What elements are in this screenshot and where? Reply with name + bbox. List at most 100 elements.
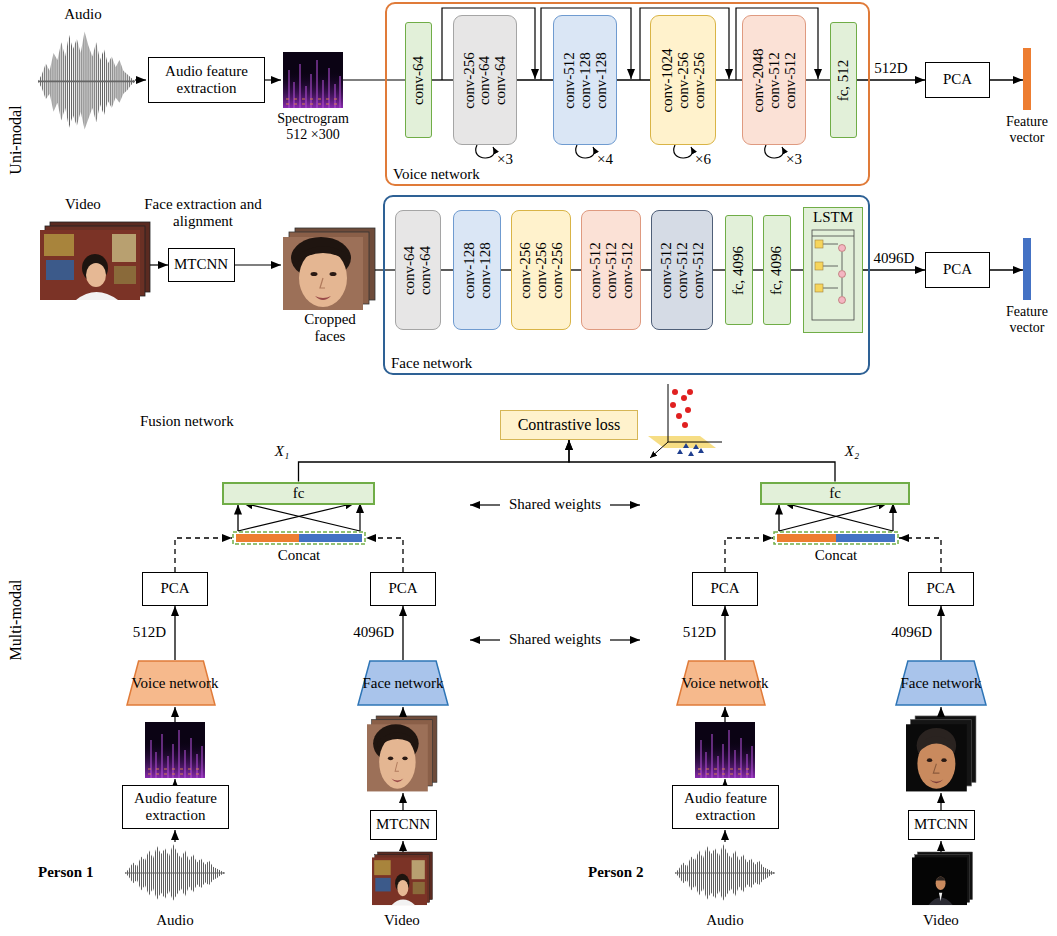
- node-label: conv-64: [411, 55, 426, 104]
- node-label: conv-256: [676, 52, 691, 109]
- free-label: Fusion network: [140, 413, 234, 430]
- audio-waveform: [675, 844, 775, 901]
- concat-bar: Concat: [232, 531, 366, 567]
- node-label: conv-64: [494, 55, 509, 104]
- connector: [778, 505, 779, 532]
- layer-column: conv-512: [766, 16, 782, 144]
- connector: [716, 79, 742, 80]
- voice-part: [236, 534, 299, 542]
- connector: [617, 79, 650, 80]
- fc-layer: fc: [760, 482, 910, 505]
- layer-column: fc, 512: [836, 23, 852, 137]
- free-label: ×3: [497, 151, 513, 168]
- dimension-label: 512D: [132, 624, 167, 641]
- layer-column: conv-512: [603, 211, 619, 329]
- connector: [237, 505, 238, 532]
- connector: [791, 269, 803, 270]
- layer-column: conv-256: [691, 16, 707, 144]
- node-label: conv-512: [691, 242, 706, 299]
- process-box: PCA: [370, 572, 436, 606]
- face-part: [836, 534, 895, 542]
- node-label: Concat: [773, 547, 899, 564]
- node-label: Audio feature extraction: [128, 790, 223, 825]
- node-label: fc: [829, 486, 841, 501]
- free-label: Video: [53, 196, 113, 213]
- layer-column: conv-512: [690, 211, 706, 329]
- feature-bar: [1023, 238, 1031, 300]
- free-label: Audio: [145, 912, 205, 929]
- node-label: Face network: [900, 675, 981, 692]
- free-label: Spectrogram 512 ×300: [265, 111, 361, 143]
- dimension-label: 4096D: [873, 250, 916, 267]
- network-trapezoid: Face network: [357, 660, 449, 706]
- concat-outline: [233, 532, 365, 544]
- cropped-faces-image: [367, 716, 437, 791]
- node-label: conv-512: [659, 242, 674, 299]
- free-label: Person 2: [588, 864, 643, 881]
- node-label: Voice network: [387, 166, 868, 184]
- node-label: conv-1024: [660, 48, 675, 112]
- layer-column: conv-256: [533, 211, 549, 329]
- free-label: Video: [372, 912, 432, 929]
- layer-column: conv-256: [461, 16, 477, 144]
- process-box: PCA: [908, 572, 974, 606]
- node-label: fc: [293, 486, 305, 501]
- connector: [501, 269, 511, 270]
- free-label: Multi-modal: [7, 580, 25, 661]
- process-box: Audio feature extraction: [672, 785, 779, 829]
- process-box: MTCNN: [168, 248, 235, 282]
- free-label: X₁: [270, 443, 294, 460]
- free-label: Person 2: [588, 864, 643, 881]
- free-label: Audio: [695, 912, 755, 929]
- node-label: Feature vector: [1001, 114, 1053, 146]
- node-label: fc, 4096: [770, 245, 785, 294]
- layer-column: conv-64: [418, 211, 434, 329]
- audio-waveform: [38, 32, 135, 130]
- video-frames: [40, 222, 150, 300]
- layer-column: fc, 4096: [731, 216, 747, 324]
- network-trapezoid: Voice network: [676, 660, 775, 706]
- spectrogram-image: [695, 722, 755, 778]
- node-label: PCA: [943, 71, 972, 88]
- node-label: conv-2048: [751, 48, 766, 112]
- node-label: PCA: [710, 580, 739, 597]
- layer-column: conv-256: [517, 211, 533, 329]
- layer-column: conv-512: [674, 211, 690, 329]
- process-box: PCA: [692, 572, 758, 606]
- connector: [863, 269, 925, 270]
- layer-block: conv-512conv-512conv-512: [581, 210, 641, 330]
- node-label: conv-512: [675, 242, 690, 299]
- loss-box: Contrastive loss: [500, 410, 638, 440]
- layer-column: conv-64: [477, 16, 493, 144]
- dimension-label: 4096D: [352, 624, 395, 641]
- connector: [940, 606, 941, 660]
- layer-column: conv-512: [561, 16, 577, 144]
- node-label: conv-256: [462, 52, 477, 109]
- node-label: conv-512: [588, 242, 603, 299]
- lstm-cell: [803, 207, 863, 333]
- free-label: Shared weights: [499, 496, 611, 513]
- cropped-faces-image: [283, 228, 375, 310]
- process-box: Audio feature extraction: [122, 785, 229, 829]
- node-label: conv-256: [534, 242, 549, 299]
- layer-block: fc, 512: [830, 22, 857, 138]
- feature-vector: Feature vector: [1001, 48, 1053, 148]
- node-label: Face network: [362, 675, 443, 692]
- layer-column: conv-64: [402, 211, 418, 329]
- free-label: Audio: [53, 6, 113, 23]
- audio-waveform: [125, 844, 225, 901]
- node-label: Concat: [232, 547, 366, 564]
- concat-bar: [773, 531, 899, 545]
- free-label: ×3: [497, 151, 513, 168]
- connector: [713, 269, 725, 270]
- layer-block: conv-256conv-256conv-256: [511, 210, 571, 330]
- free-label: Audio: [695, 912, 755, 929]
- node-label: fc, 512: [836, 59, 851, 101]
- layer-column: conv-64: [411, 23, 427, 137]
- feature-bar: [1023, 48, 1031, 110]
- node-label: conv-64: [419, 245, 434, 294]
- layer-column: conv-2048: [750, 16, 766, 144]
- free-label: Video: [372, 912, 432, 929]
- process-box: PCA: [925, 62, 990, 98]
- connector: [517, 79, 553, 80]
